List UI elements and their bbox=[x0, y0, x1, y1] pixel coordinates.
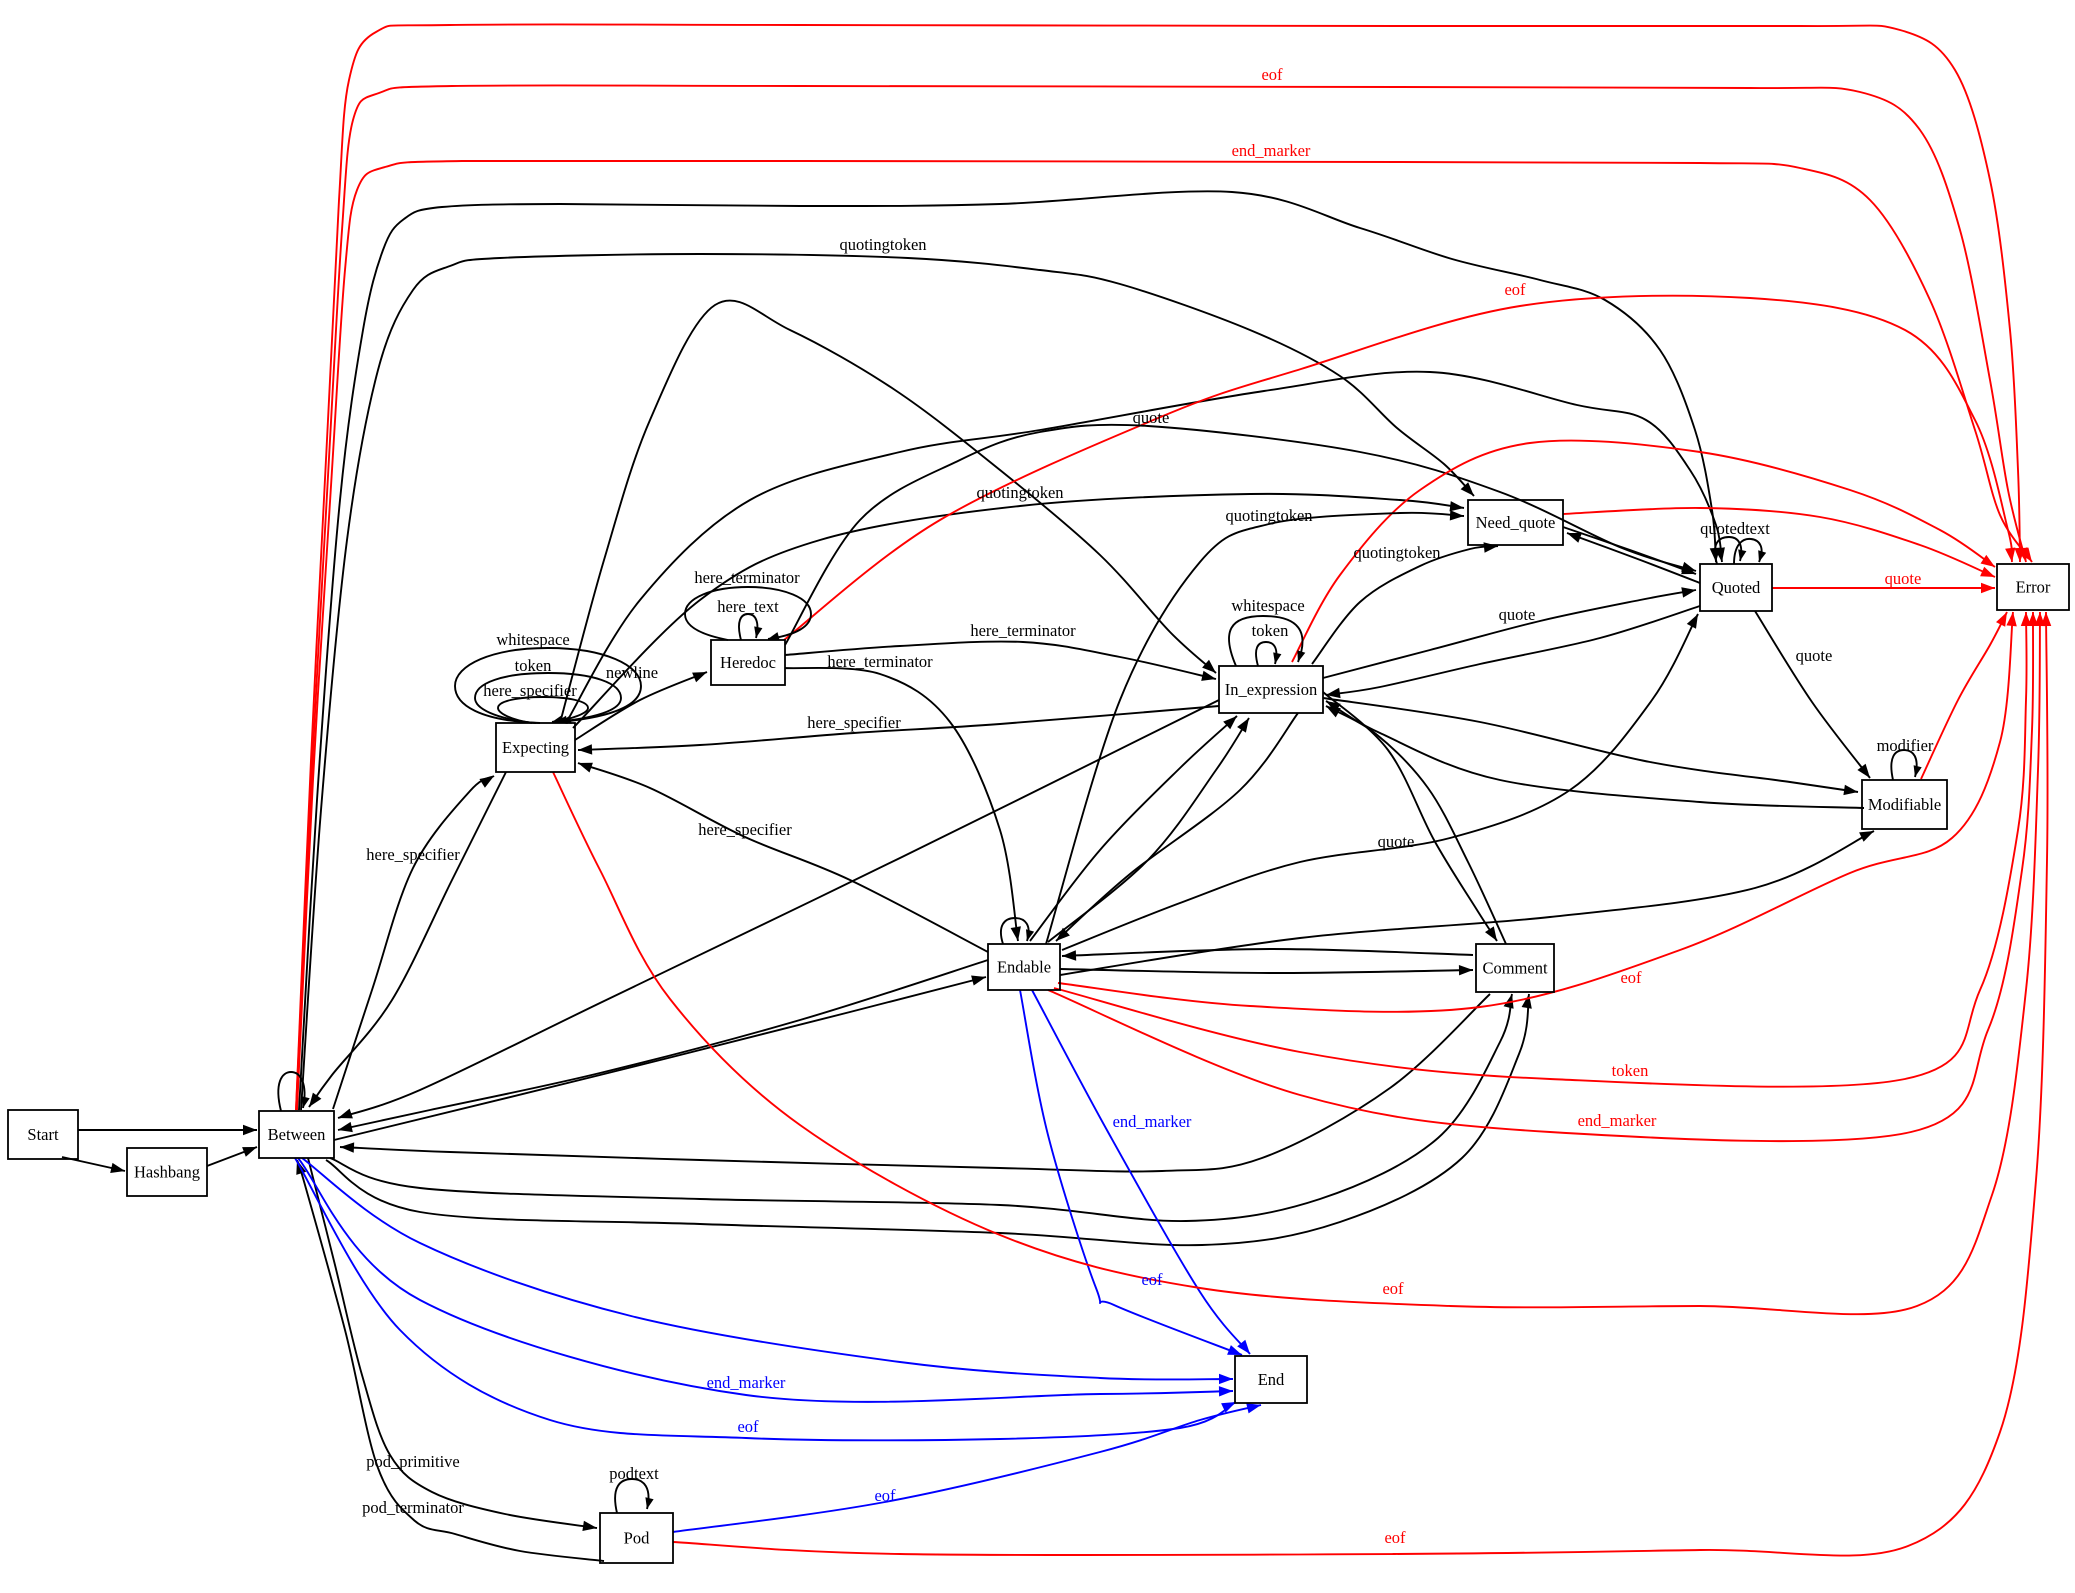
svg-text:modifier: modifier bbox=[1877, 736, 1934, 755]
svg-text:End: End bbox=[1258, 1370, 1285, 1389]
svg-text:whitespace: whitespace bbox=[496, 630, 569, 649]
svg-text:eof: eof bbox=[1261, 65, 1283, 84]
svg-text:podtext: podtext bbox=[609, 1464, 659, 1483]
svg-text:token: token bbox=[515, 656, 552, 675]
svg-text:here_terminator: here_terminator bbox=[694, 568, 800, 587]
svg-text:eof: eof bbox=[1384, 1528, 1406, 1547]
svg-text:end_marker: end_marker bbox=[707, 1373, 786, 1392]
svg-text:Expecting: Expecting bbox=[502, 738, 569, 757]
svg-text:quotingtoken: quotingtoken bbox=[839, 235, 926, 254]
svg-text:pod_terminator: pod_terminator bbox=[362, 1498, 464, 1517]
svg-text:eof: eof bbox=[1504, 280, 1526, 299]
svg-text:Quoted: Quoted bbox=[1712, 578, 1761, 597]
svg-text:eof: eof bbox=[1141, 1270, 1163, 1289]
svg-text:Pod: Pod bbox=[624, 1529, 650, 1548]
svg-text:here_specifier: here_specifier bbox=[698, 820, 792, 839]
svg-text:here_terminator: here_terminator bbox=[827, 652, 933, 671]
svg-text:Need_quote: Need_quote bbox=[1476, 513, 1556, 532]
svg-text:quotedtext: quotedtext bbox=[1700, 519, 1770, 538]
svg-text:Endable: Endable bbox=[997, 958, 1051, 977]
svg-text:quote: quote bbox=[1885, 569, 1922, 588]
svg-text:quotingtoken: quotingtoken bbox=[1225, 506, 1312, 525]
svg-text:Modifiable: Modifiable bbox=[1868, 795, 1941, 814]
svg-text:end_marker: end_marker bbox=[1232, 141, 1311, 160]
svg-text:quotingtoken: quotingtoken bbox=[1353, 543, 1440, 562]
svg-text:Hashbang: Hashbang bbox=[134, 1163, 200, 1182]
svg-text:here_specifier: here_specifier bbox=[483, 681, 577, 700]
svg-text:here_text: here_text bbox=[717, 597, 779, 616]
svg-text:end_marker: end_marker bbox=[1578, 1111, 1657, 1130]
svg-text:here_specifier: here_specifier bbox=[366, 845, 460, 864]
svg-text:end_marker: end_marker bbox=[1113, 1112, 1192, 1131]
svg-text:here_specifier: here_specifier bbox=[807, 713, 901, 732]
svg-text:quote: quote bbox=[1378, 832, 1415, 851]
svg-text:Start: Start bbox=[27, 1125, 59, 1144]
svg-text:Heredoc: Heredoc bbox=[720, 653, 776, 672]
svg-text:eof: eof bbox=[1620, 968, 1642, 987]
svg-text:quotingtoken: quotingtoken bbox=[976, 483, 1063, 502]
svg-text:quote: quote bbox=[1499, 605, 1536, 624]
svg-text:pod_primitive: pod_primitive bbox=[366, 1452, 460, 1471]
svg-text:eof: eof bbox=[737, 1417, 759, 1436]
svg-text:newline: newline bbox=[606, 663, 658, 682]
svg-text:eof: eof bbox=[1382, 1279, 1404, 1298]
svg-text:In_expression: In_expression bbox=[1225, 680, 1318, 699]
svg-text:token: token bbox=[1612, 1061, 1649, 1080]
svg-text:here_terminator: here_terminator bbox=[970, 621, 1076, 640]
svg-text:Error: Error bbox=[2016, 578, 2051, 597]
svg-text:quote: quote bbox=[1133, 408, 1170, 427]
svg-text:eof: eof bbox=[874, 1486, 896, 1505]
svg-text:Comment: Comment bbox=[1482, 959, 1547, 978]
svg-text:Between: Between bbox=[268, 1125, 326, 1144]
svg-text:whitespace: whitespace bbox=[1231, 596, 1304, 615]
svg-text:quote: quote bbox=[1796, 646, 1833, 665]
svg-text:token: token bbox=[1252, 621, 1289, 640]
